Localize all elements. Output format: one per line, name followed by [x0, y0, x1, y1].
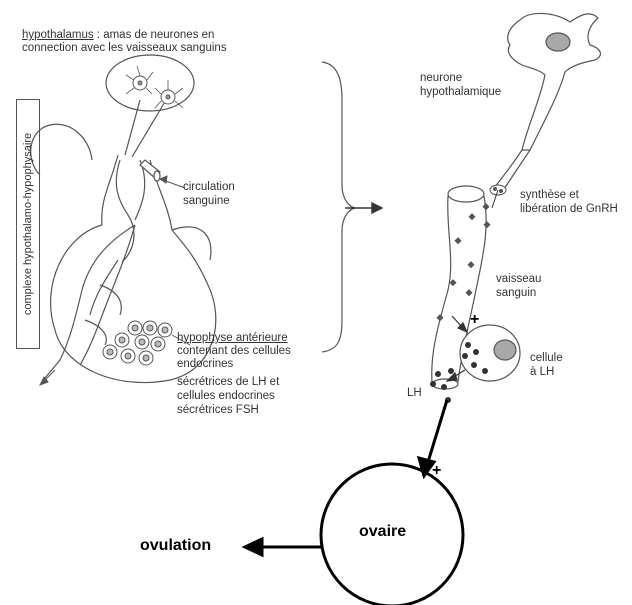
circulation-label-1: circulation: [183, 181, 235, 194]
complex-box: complexe hypothalamo-hypophysaire: [16, 99, 40, 349]
bracket: [322, 62, 355, 352]
lh-label: LH: [407, 387, 422, 400]
exit-arrow: [40, 370, 55, 385]
lh-particles: [430, 368, 454, 403]
hypophyse-term: hypophyse antérieure: [177, 332, 288, 345]
hypophyse-line-4: cellules endocrines: [177, 390, 275, 403]
vaisseau-label-2: sanguin: [496, 287, 536, 300]
lh-cell: [460, 325, 520, 381]
plus-sign-ovary: +: [432, 464, 441, 477]
hypothalamic-neuron: [494, 13, 600, 192]
endocrine-cells-cluster: [103, 321, 172, 365]
hypophyse-line-3: sécrétrices de LH et: [177, 376, 279, 389]
ovulation-label: ovulation: [140, 539, 211, 552]
circulation-pointer: [160, 176, 185, 188]
hypothalamus-label: hypothalamus : amas de neurones en: [22, 29, 214, 42]
cellule-label-2: à LH: [530, 366, 554, 379]
neurone-label-1: neurone: [420, 72, 462, 85]
hypophyse-line-1: contenant des cellules: [177, 345, 291, 358]
hypophyse-line-5: sécrétrices FSH: [177, 404, 259, 417]
plus-sign-cell: +: [470, 313, 479, 326]
ovulation-arrow: [245, 539, 322, 555]
hypophyse-line-2: endocrines: [177, 358, 233, 371]
complex-label: complexe hypothalamo-hypophysaire: [22, 133, 34, 315]
stimulation-arrow: [452, 316, 467, 332]
hypothalamus-term: hypothalamus: [22, 29, 94, 41]
bracket-arrow: [345, 203, 382, 213]
hypothalamus-description: : amas de neurones en: [94, 29, 215, 41]
circulation-label-2: sanguine: [183, 195, 230, 208]
neurone-label-2: hypothalamique: [420, 86, 501, 99]
synthese-label-2: libération de GnRH: [520, 203, 618, 216]
cellule-label-1: cellule: [530, 352, 563, 365]
ovaire-label: ovaire: [359, 525, 406, 538]
hypophyse-term-text: hypophyse antérieure: [177, 332, 288, 344]
hypothalamic-neurons: [126, 66, 183, 108]
synthese-label-1: synthèse et: [520, 189, 579, 202]
vaisseau-label-1: vaisseau: [496, 273, 541, 286]
hypothalamus-label-line2: connection avec les vaisseaux sanguins: [22, 42, 227, 55]
